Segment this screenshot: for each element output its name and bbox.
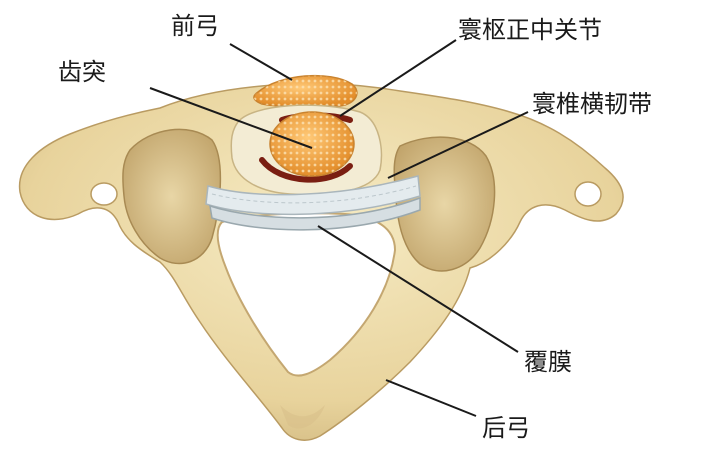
left-transverse-foramen (91, 183, 117, 205)
leader-anterior-arch (230, 44, 292, 80)
right-transverse-foramen (575, 182, 601, 206)
label-tectorial-membrane: 覆膜 (524, 348, 572, 376)
label-median-atlantoaxial-joint: 寰枢正中关节 (458, 16, 602, 44)
label-dens: 齿突 (58, 58, 106, 86)
dens-texture (270, 112, 354, 176)
label-anterior-arch: 前弓 (171, 12, 219, 40)
anterior-arch-texture (254, 76, 357, 106)
label-transverse-ligament: 寰椎横韧带 (532, 90, 652, 118)
label-posterior-arch: 后弓 (482, 414, 530, 442)
leader-posterior-arch (386, 380, 476, 416)
